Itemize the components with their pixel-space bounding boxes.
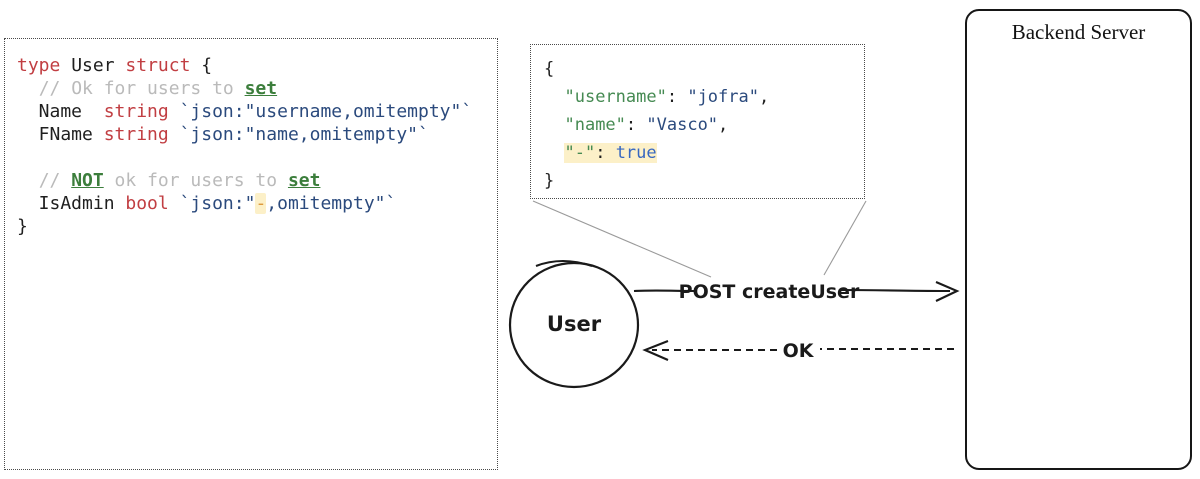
code-line: } <box>17 216 28 237</box>
code-line: FName string `json:"name,omitempty"` <box>17 124 429 145</box>
ok-response-label: OK <box>783 340 815 362</box>
json-payload-code: { "username": "jofra", "name": "Vasco", … <box>544 55 854 195</box>
go-struct-code-box: type User struct { // Ok for users to se… <box>4 38 498 470</box>
code-line: { <box>544 59 555 79</box>
post-request-label: POST createUser <box>679 281 860 303</box>
code-line: type User struct { <box>17 55 213 76</box>
code-line: } <box>544 171 555 191</box>
callout-line-right <box>823 200 867 276</box>
code-line: "name": "Vasco", <box>564 115 729 135</box>
post-arrowhead <box>935 281 960 302</box>
code-line <box>17 146 487 169</box>
backend-server-box: Backend Server <box>965 9 1192 470</box>
go-code: type User struct { // Ok for users to se… <box>17 54 487 238</box>
code-line: "username": "jofra", <box>564 87 770 107</box>
ok-arrowhead <box>642 340 669 361</box>
code-line: Name string `json:"username,omitempty"` <box>17 101 473 122</box>
code-line: // Ok for users to set <box>38 78 278 99</box>
user-actor-label: User <box>547 312 602 336</box>
code-line: IsAdmin bool `json:"-,omitempty"` <box>17 193 397 214</box>
code-line: // NOT ok for users to set <box>38 170 321 191</box>
post-arrow-line-right <box>840 288 951 293</box>
json-payload-box: { "username": "jofra", "name": "Vasco", … <box>530 44 865 199</box>
callout-line-left <box>532 200 712 278</box>
code-line: "-": true <box>564 143 657 163</box>
backend-server-title: Backend Server <box>1011 20 1146 44</box>
circle-overdraw-stroke <box>535 259 593 267</box>
user-actor-circle <box>508 261 640 389</box>
